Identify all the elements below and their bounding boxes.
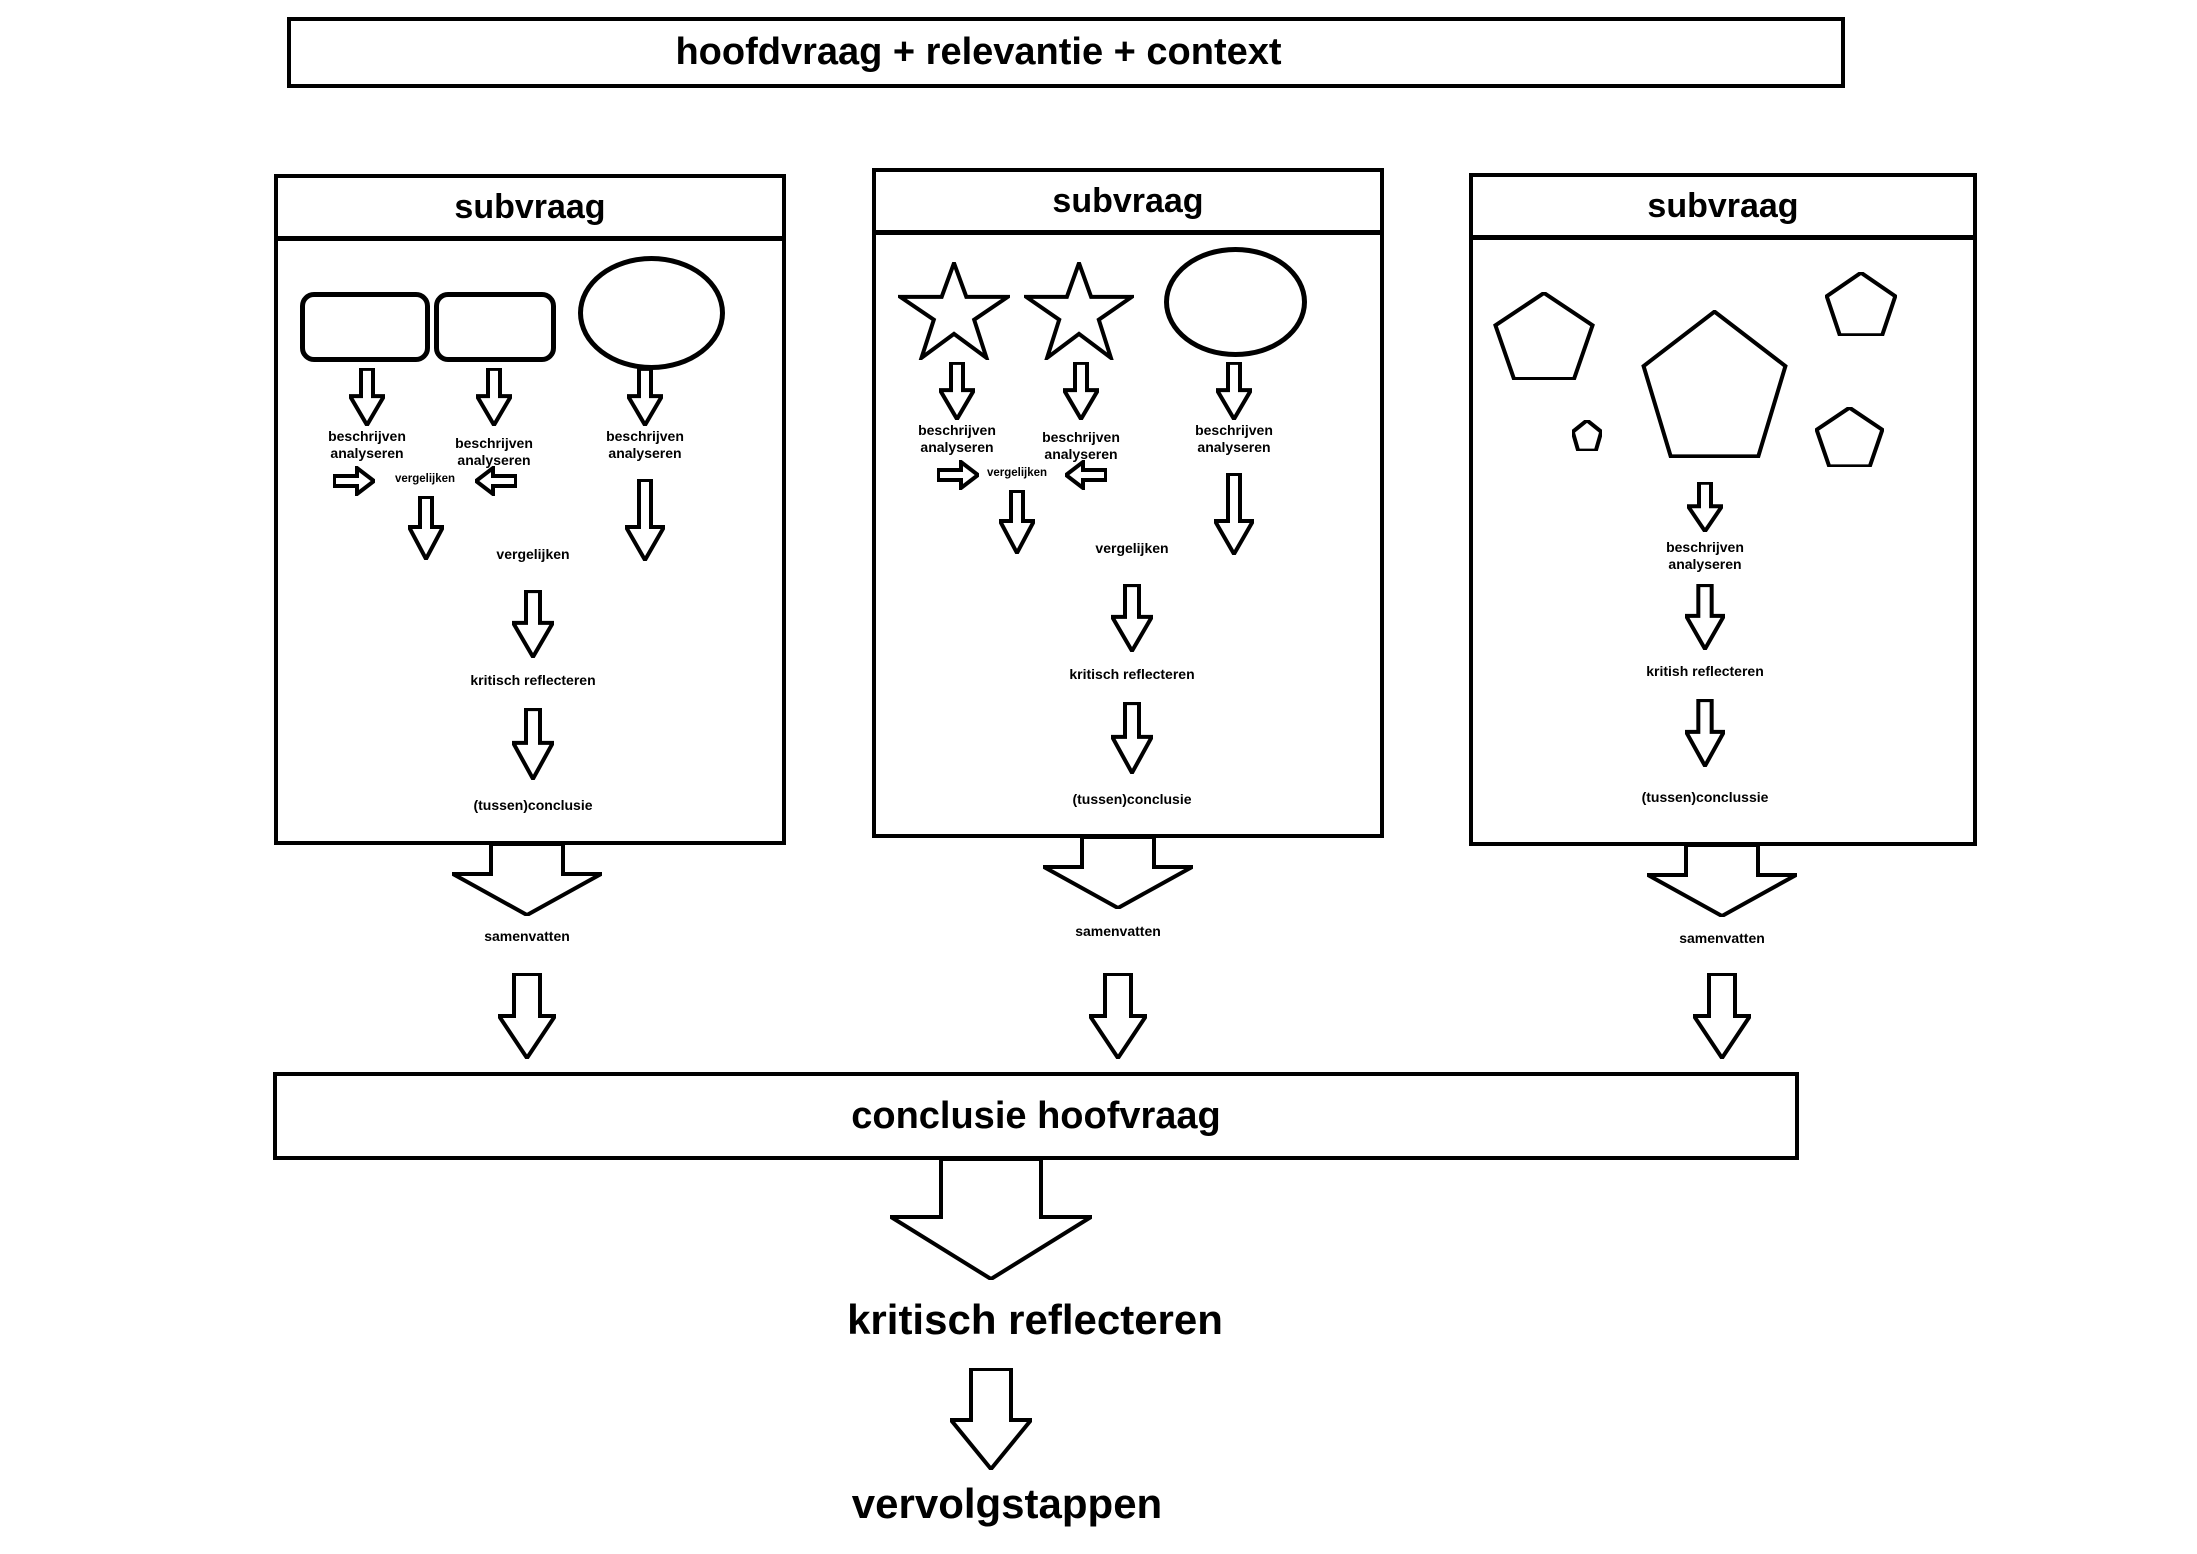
star-shape — [1024, 262, 1134, 360]
down-arrow-icon — [476, 368, 512, 426]
down-arrow-icon — [950, 1368, 1032, 1470]
down-arrow-icon — [627, 368, 663, 426]
describe-analyse-label: beschrijven analyseren — [1195, 422, 1273, 455]
conclusion-label: (tussen)conclusie — [1072, 791, 1192, 807]
summarize-label: samenvatten — [1075, 923, 1161, 939]
reflect-label: kritish reflecteren — [1646, 663, 1764, 679]
down-arrow-icon — [1687, 482, 1723, 532]
ellipse-shape — [578, 256, 725, 370]
describe-analyse-label: beschrijven analyseren — [918, 422, 996, 455]
main-question-bar: hoofdvraag + relevantie + context — [287, 17, 1845, 88]
main-question-title: hoofdvraag + relevantie + context — [675, 31, 1282, 73]
down-arrow-icon — [512, 708, 554, 780]
down-arrow-icon — [1063, 362, 1099, 420]
fat-down-arrow-icon — [1647, 844, 1797, 917]
describe-analyse-label: beschrijven analyseren — [328, 428, 406, 461]
subvraag-title: subvraag — [1647, 186, 1799, 225]
describe-analyse-label: beschrijven analyseren — [606, 428, 684, 461]
down-arrow-icon — [1089, 973, 1147, 1059]
down-arrow-icon — [1693, 973, 1751, 1059]
reflect-label: kritisch reflecteren — [1069, 666, 1195, 682]
down-arrow-icon — [1685, 699, 1725, 767]
down-arrow-icon — [1685, 584, 1725, 650]
down-arrow-icon — [1216, 362, 1252, 420]
subvraag-title: subvraag — [1052, 181, 1204, 220]
conclusion-bar-title: conclusie hoofvraag — [851, 1094, 1221, 1137]
left-arrow-icon — [475, 466, 517, 496]
down-arrow-icon — [1214, 473, 1254, 555]
next-steps-label: vervolgstappen — [851, 1480, 1163, 1527]
left-arrow-icon — [1065, 460, 1107, 490]
subvraag-header: subvraag — [1473, 177, 1973, 240]
rounded-rectangle-shape — [434, 292, 556, 362]
down-arrow-icon — [512, 590, 554, 658]
ellipse-shape — [1164, 247, 1307, 357]
subvraag-box-2: subvraag beschrijven analyseren beschrij… — [872, 168, 1384, 838]
subvraag-title: subvraag — [454, 187, 606, 226]
down-arrow-icon — [349, 368, 385, 426]
summarize-label: samenvatten — [484, 928, 570, 944]
down-arrow-icon — [408, 496, 444, 560]
down-arrow-icon — [1111, 702, 1153, 774]
pentagon-shape — [1640, 310, 1789, 458]
down-arrow-icon — [1111, 584, 1153, 652]
compare-row-label: vergelijken — [394, 473, 456, 485]
reflect-label: kritisch reflecteren — [470, 672, 596, 688]
pentagon-shape — [1825, 272, 1897, 336]
describe-analyse-label: beschrijven analyseren — [1042, 429, 1120, 462]
down-arrow-icon — [939, 362, 975, 420]
right-arrow-icon — [333, 466, 375, 496]
subvraag-box-1: subvraag beschrijven analyseren beschrij… — [274, 174, 786, 845]
subvraag-header: subvraag — [876, 172, 1380, 235]
pentagon-shape — [1572, 420, 1602, 451]
rounded-rectangle-shape — [300, 292, 430, 362]
summarize-label: samenvatten — [1679, 930, 1765, 946]
conclusion-bar: conclusie hoofvraag — [273, 1072, 1799, 1160]
compare-label: vergelijken — [496, 546, 570, 562]
subvraag-header: subvraag — [278, 178, 782, 241]
big-fat-down-arrow-icon — [890, 1158, 1092, 1280]
right-arrow-icon — [937, 460, 979, 490]
conclusion-label: (tussen)conclusie — [473, 797, 593, 813]
pentagon-shape — [1493, 292, 1595, 380]
fat-down-arrow-icon — [452, 843, 602, 916]
pentagon-shape — [1815, 407, 1884, 467]
describe-analyse-label: beschrijven analyseren — [455, 435, 533, 468]
conclusion-label: (tussen)conclussie — [1641, 789, 1769, 805]
fat-down-arrow-icon — [1043, 836, 1193, 909]
compare-row-label: vergelijken — [986, 467, 1048, 479]
down-arrow-icon — [498, 973, 556, 1059]
compare-label: vergelijken — [1095, 540, 1169, 556]
star-shape — [898, 262, 1010, 360]
down-arrow-icon — [625, 479, 665, 561]
down-arrow-icon — [999, 490, 1035, 554]
subvraag-box-3: subvraag beschrijven analyseren kritish … — [1469, 173, 1977, 846]
footer-reflect-label: kritisch reflecteren — [847, 1296, 1223, 1343]
describe-analyse-label: beschrijven analyseren — [1666, 539, 1744, 572]
